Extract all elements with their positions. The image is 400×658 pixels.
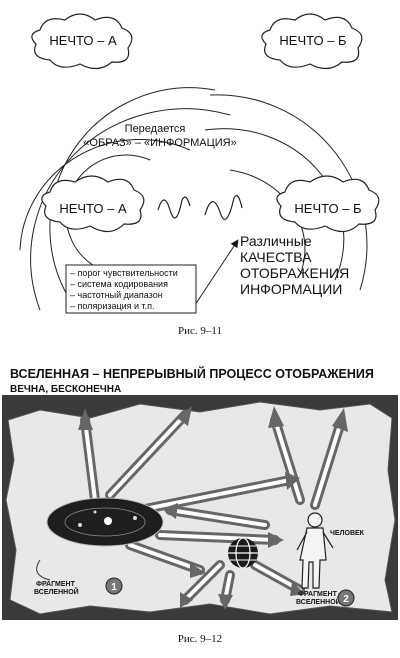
param-4: – поляризация и т.п. [70,301,155,311]
cloud-mid-right-label: НЕЧТО – Б [294,201,361,216]
cloud-top-left: НЕЧТО – А [31,13,133,70]
cloud-top-right-label: НЕЧТО – Б [279,33,346,48]
qualities-line2: КАЧЕСТВА [240,249,312,265]
qualities-line3: ОТОБРАЖЕНИЯ [240,265,349,281]
transmitted-line1: Передается [125,123,186,135]
human-label: ЧЕЛОВЕК [330,530,365,537]
process-arrows [78,406,348,610]
fragment-1-line1: ФРАГМЕНТ [36,581,76,588]
globe-icon [228,537,258,569]
fragment-1: ФРАГМЕНТ ВСЕЛЕННОЙ 1 [34,559,123,596]
human-figure [296,512,334,589]
caption-9-12: Рис. 9–12 [178,633,222,645]
transmitted-line2: «ОБРАЗ» – «ИНФОРМАЦИЯ» [83,137,236,149]
parameters-box [65,264,197,314]
signal-wave [157,195,243,221]
fragment-2-line1: ФРАГМЕНТ [298,591,338,598]
qualities-arrow [194,239,239,306]
cloud-top-left-label: НЕЧТО – А [49,33,117,48]
param-3: – частотный диапазон [70,290,163,300]
fragment-2-line2: ВСЕЛЕННОЙ [296,597,341,606]
fig2-subtitle: ВЕЧНА, БЕСКОНЕЧНА [10,384,121,395]
fragment-1-line2: ВСЕЛЕННОЙ [34,587,79,596]
cloud-top-right: НЕЧТО – Б [261,13,363,70]
galaxy [46,497,164,547]
qualities-line1: Различные [240,233,312,249]
fragment-2: ФРАГМЕНТ ВСЕЛЕННОЙ 2 [296,589,355,607]
cloud-mid-left: НЕЧТО – А [41,175,145,233]
caption-9-11: Рис. 9–11 [178,325,222,337]
cloud-mid-right: НЕЧТО – Б [276,175,380,233]
fragment-2-number: 2 [343,594,349,605]
fragment-1-number: 1 [111,582,117,593]
figure-9-12: ВСЕЛЕННАЯ – НЕПРЕРЫВНЫЙ ПРОЦЕСС ОТОБРАЖЕ… [2,366,398,645]
cloud-mid-left-label: НЕЧТО – А [59,201,127,216]
fig2-title: ВСЕЛЕННАЯ – НЕПРЕРЫВНЫЙ ПРОЦЕСС ОТОБРАЖЕ… [10,366,374,381]
figure-9-11: НЕЧТО – А НЕЧТО – Б Передается «ОБРАЗ» –… [19,13,380,337]
param-1: – порог чувствительности [70,268,178,278]
qualities-line4: ИНФОРМАЦИИ [240,281,342,297]
param-2: – система кодирования [70,279,168,289]
